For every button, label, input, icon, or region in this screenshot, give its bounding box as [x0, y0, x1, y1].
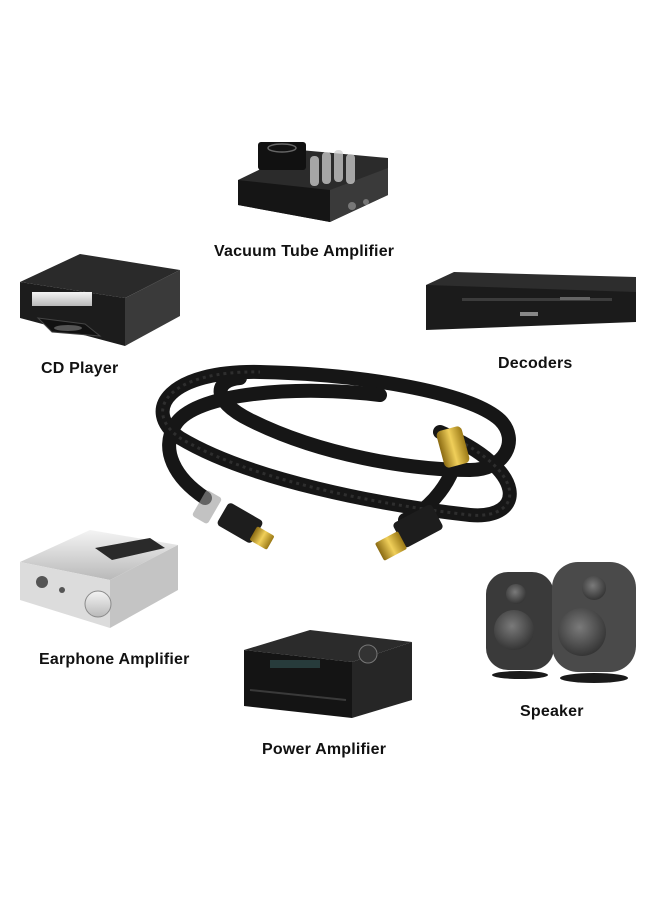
label-earphone-amplifier: Earphone Amplifier: [39, 651, 190, 668]
power-amplifier-icon: [244, 630, 412, 718]
usb-cable-icon: [155, 364, 517, 561]
decoder-icon: [426, 272, 636, 330]
label-decoders: Decoders: [498, 355, 573, 372]
earphone-amplifier-icon: [20, 530, 178, 628]
label-speaker: Speaker: [520, 703, 584, 720]
label-cd-player: CD Player: [41, 360, 119, 377]
speaker-pair-icon: [486, 562, 636, 683]
vacuum-tube-amplifier-icon: [238, 142, 388, 222]
label-vacuum-tube-amplifier: Vacuum Tube Amplifier: [214, 243, 395, 260]
cd-player-icon: [20, 254, 180, 346]
label-power-amplifier: Power Amplifier: [262, 741, 387, 758]
